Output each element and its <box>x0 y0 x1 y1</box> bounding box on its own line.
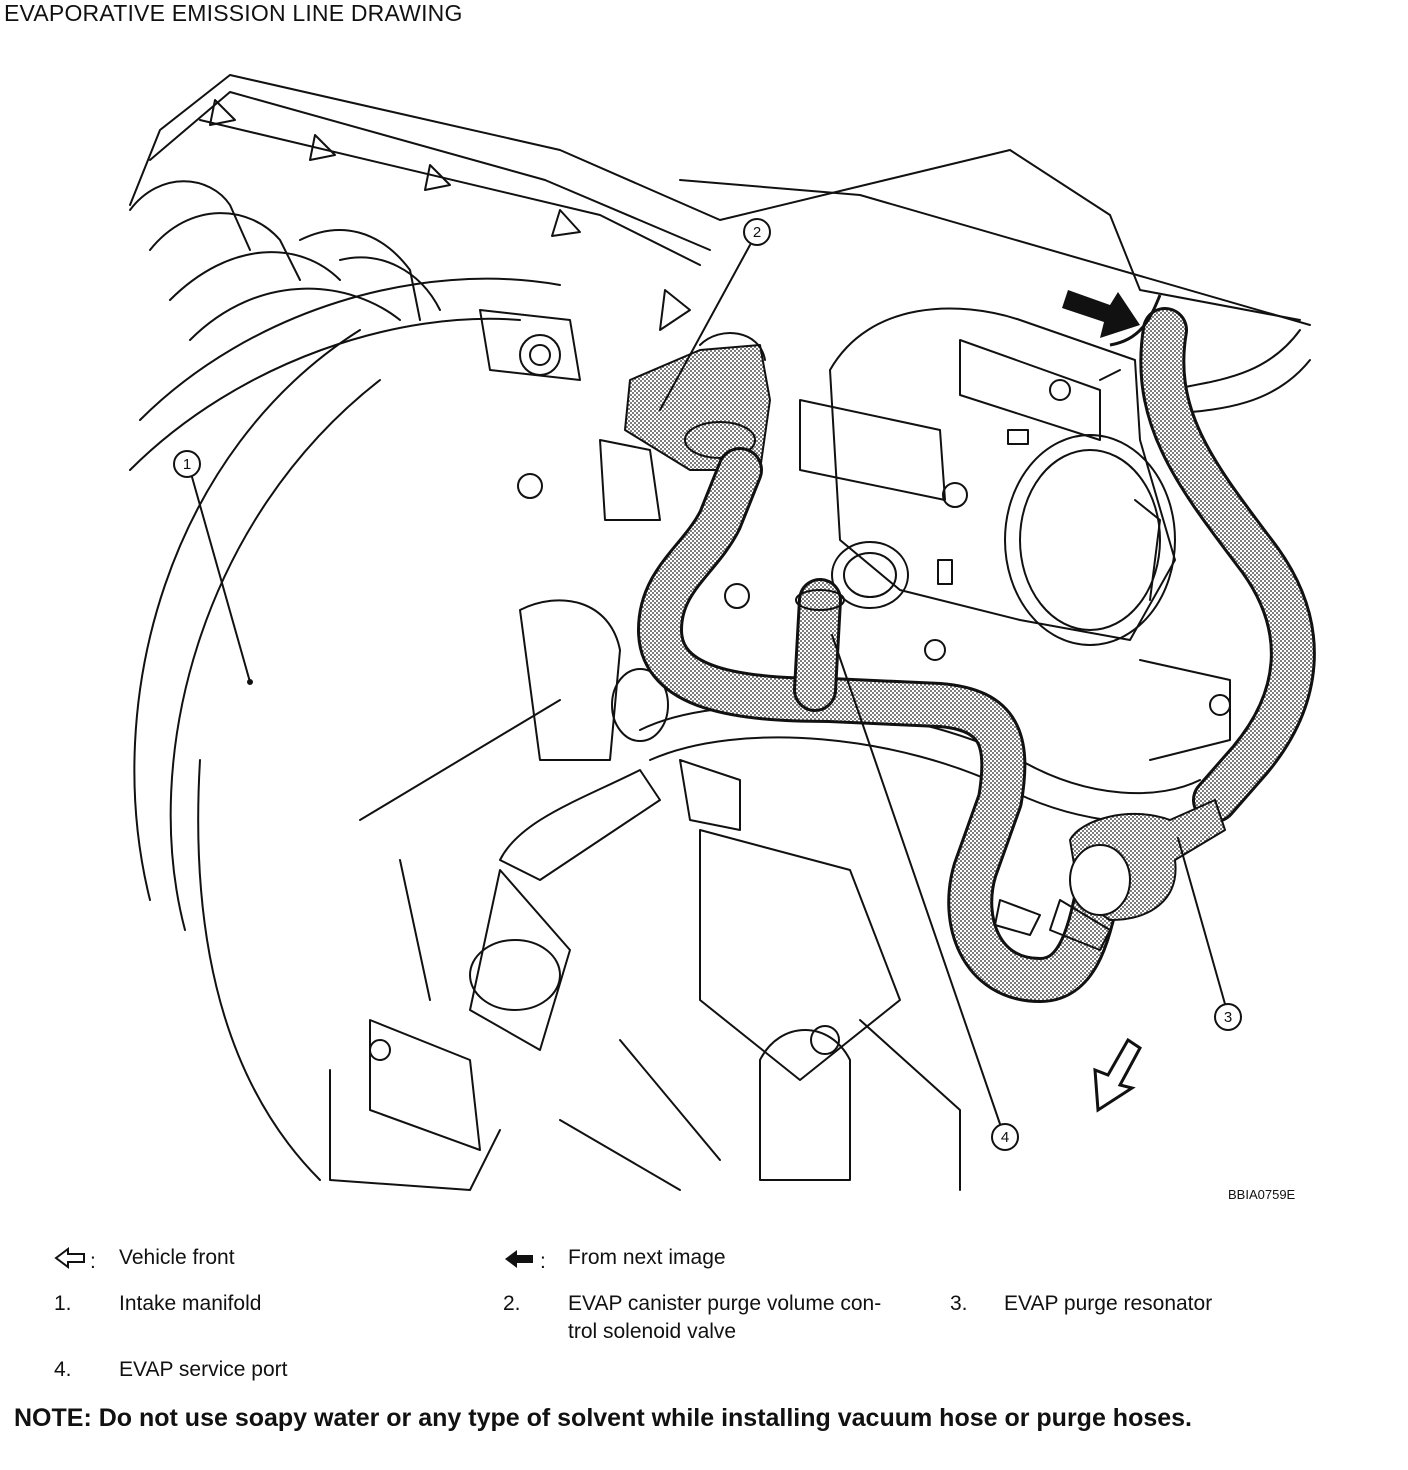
engine-line-drawing: 1 2 3 4 <box>129 74 1316 1191</box>
engine-outline <box>129 74 1301 321</box>
callout-3: 3 <box>1224 1009 1232 1026</box>
figure-code: BBIA0759E <box>1228 1187 1296 1202</box>
legend-row-service-port: 4. EVAP service port <box>0 1356 1408 1386</box>
installation-note: NOTE: Do not use soapy water or any type… <box>14 1404 1193 1432</box>
legend-num-3: 3. <box>950 1292 968 1315</box>
from-next-colon: : <box>540 1250 546 1273</box>
vehicle-front-outline-arrow-icon <box>54 1247 85 1269</box>
legend-vehicle-front: Vehicle front <box>119 1246 235 1269</box>
legend-purge-resonator: EVAP purge resonator <box>1004 1292 1213 1315</box>
throttle-body <box>829 307 1176 641</box>
callout-4: 4 <box>1001 1129 1009 1146</box>
legend-purge-solenoid-line2: trol solenoid valve <box>568 1320 737 1343</box>
from-next-arrow-icon <box>1062 290 1140 338</box>
callout-1: 1 <box>183 456 191 473</box>
legend-from-next: From next image <box>568 1246 726 1269</box>
legend-purge-solenoid-line1: EVAP canister purge volume con- <box>568 1292 882 1315</box>
from-next-solid-arrow-icon <box>505 1250 533 1268</box>
legend-row-symbols: : Vehicle front : From next image <box>0 1244 1408 1274</box>
legend-intake-manifold: Intake manifold <box>119 1292 262 1315</box>
legend-row-items: 1. Intake manifold 2. EVAP canister purg… <box>0 1290 1408 1350</box>
legend-num-4: 4. <box>54 1358 72 1381</box>
legend-num-1: 1. <box>54 1292 72 1315</box>
callout-2: 2 <box>753 224 761 241</box>
page-title: EVAPORATIVE EMISSION LINE DRAWING <box>4 0 463 26</box>
vehicle-front-arrow-icon <box>1093 1037 1142 1113</box>
legend-num-2: 2. <box>503 1292 521 1315</box>
purge-solenoid <box>624 344 771 471</box>
legend-service-port: EVAP service port <box>119 1358 288 1381</box>
vehicle-front-colon: : <box>90 1250 96 1273</box>
